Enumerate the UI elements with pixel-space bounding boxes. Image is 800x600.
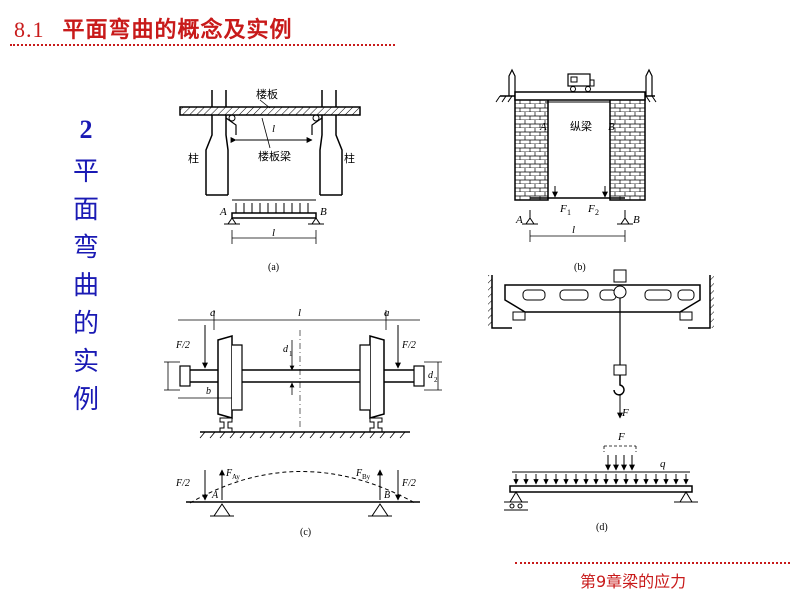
- wheel-right: [369, 335, 385, 419]
- title-divider: [10, 44, 395, 46]
- force-right-label: F/2: [401, 340, 416, 351]
- support-a-label: A: [219, 206, 227, 218]
- support-b-label: B: [320, 206, 327, 218]
- force-right-lower: F/2: [401, 478, 416, 489]
- pier-a-label: A: [539, 121, 547, 133]
- sidebar-char: 弯: [72, 233, 99, 263]
- slab-label: 楼板: [256, 87, 278, 101]
- sidebar-number: 2: [79, 115, 93, 144]
- hook-icon: [613, 375, 625, 396]
- force-label-d: F: [621, 407, 629, 419]
- caption-b: (b): [574, 262, 586, 273]
- left-pier: [514, 95, 549, 201]
- left-column: [205, 90, 229, 195]
- beam-label: 楼板梁: [258, 149, 291, 163]
- chapter-footer: 第9章梁的应力: [580, 572, 687, 591]
- span-label-a: l: [272, 123, 275, 135]
- wheel-left: [217, 335, 233, 419]
- beam-model-a: A B l: [219, 199, 327, 244]
- bridge-deck: [514, 91, 646, 101]
- force-left-lower: F/2: [175, 478, 190, 489]
- column-label-right: 柱: [344, 151, 355, 165]
- force-1-label: F: [559, 203, 567, 215]
- force-label-d2: F: [617, 431, 625, 443]
- d1-label: d: [283, 344, 289, 355]
- support-c-a-label: A: [211, 490, 219, 501]
- force-2-sub: 2: [595, 208, 599, 217]
- reaction-b-sub: By: [362, 473, 371, 481]
- support-b-b-label: B: [633, 214, 640, 226]
- d1-sub: 1: [289, 350, 293, 358]
- diagram-d: F F q (d): [488, 269, 714, 533]
- sidebar-heading: 2 平 面 弯 曲 的 实 例: [66, 115, 106, 419]
- d2-label: d: [428, 370, 434, 381]
- dim-a-left: a: [210, 307, 216, 319]
- reaction-b-label: F: [355, 468, 363, 479]
- sidebar-char: 平: [72, 157, 99, 187]
- section-title: 平面弯曲的概念及实例: [62, 17, 293, 43]
- dim-a-right: a: [384, 307, 390, 319]
- caption-a: (a): [268, 262, 279, 273]
- footer-divider: [515, 562, 790, 564]
- reaction-a-label: F: [225, 468, 233, 479]
- caption-c: (c): [300, 527, 311, 538]
- right-pier: [609, 95, 646, 201]
- sidebar-char: 面: [72, 195, 99, 225]
- pier-b-label: B: [608, 121, 615, 133]
- diagram-c: a l a F/2 F/2 d 1: [164, 307, 442, 538]
- deflection-curve: [189, 471, 416, 504]
- sidebar-char: 实: [72, 347, 99, 377]
- dim-b: b: [206, 386, 211, 397]
- span-label-a2: l: [272, 227, 275, 239]
- truck-icon: [567, 73, 595, 92]
- crane-beam-model: [509, 485, 693, 493]
- column-label-left: 柱: [188, 151, 199, 165]
- right-column: [319, 90, 343, 195]
- page-title: 8.1 平面弯曲的概念及实例: [14, 12, 293, 44]
- support-b-a-label: A: [515, 214, 523, 226]
- d2-sub: 2: [434, 376, 438, 384]
- section-number: 8.1: [14, 17, 45, 42]
- sidebar-char: 例: [72, 385, 99, 415]
- caption-d: (d): [596, 522, 608, 533]
- force-left-label: F/2: [175, 340, 190, 351]
- floor-slab: [179, 106, 361, 116]
- load-q-label: q: [660, 458, 666, 470]
- dim-l: l: [298, 307, 301, 319]
- diagram-b: A B 纵梁 F 1 F 2 A B l (b): [495, 68, 657, 273]
- support-c-b-label: B: [384, 490, 390, 501]
- span-label-b: l: [572, 224, 575, 236]
- force-1-sub: 1: [567, 208, 571, 217]
- force-2-label: F: [587, 203, 595, 215]
- diagram-a: l 楼板 楼板梁 柱 柱 A B l: [179, 87, 361, 273]
- reaction-a-sub: Ay: [232, 473, 240, 481]
- sidebar-char: 的: [72, 309, 99, 339]
- longitudinal-beam-label: 纵梁: [570, 119, 592, 133]
- sidebar-char: 曲: [72, 271, 99, 301]
